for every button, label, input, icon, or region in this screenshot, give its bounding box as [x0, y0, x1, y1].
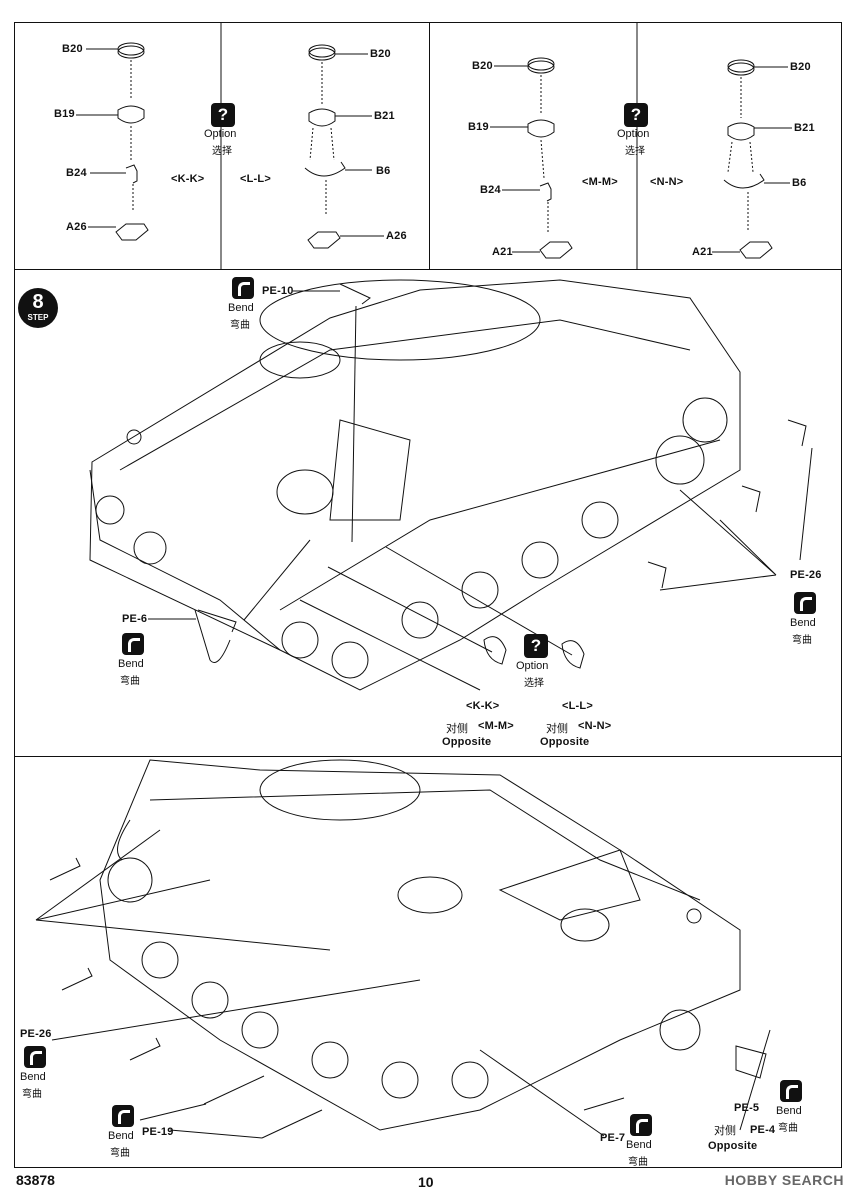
- step-text: STEP: [27, 313, 49, 322]
- pe26-label: PE-26: [790, 569, 822, 581]
- opposite-cn: 对侧: [714, 1125, 736, 1137]
- opposite-cn: 对侧: [446, 723, 468, 735]
- bend-label-cn: 弯曲: [230, 320, 250, 331]
- kk-part-a26: A26: [66, 221, 87, 233]
- mm-part-b19: B19: [468, 121, 489, 133]
- ll-part-a26: A26: [386, 230, 407, 242]
- bottom-panel: [14, 756, 842, 1168]
- ll-part-b20: B20: [370, 48, 391, 60]
- bend-label-cn: 弯曲: [110, 1148, 130, 1159]
- bend-icon: [24, 1046, 46, 1068]
- ll-part-b21: B21: [374, 110, 395, 122]
- pe26-label: PE-26: [20, 1028, 52, 1040]
- nn-part-b20: B20: [790, 61, 811, 73]
- bend-label-cn: 弯曲: [792, 635, 812, 646]
- option-label: Option: [617, 128, 650, 140]
- bend-label: Bend: [790, 617, 816, 629]
- bend-label-cn: 弯曲: [778, 1123, 798, 1134]
- bend-label: Bend: [20, 1071, 46, 1083]
- option-label-cn: 选择: [212, 146, 232, 157]
- kk-part-b19: B19: [54, 108, 75, 120]
- bend-icon: [794, 592, 816, 614]
- pe10-label: PE-10: [262, 285, 294, 297]
- option-question-icon: ?: [524, 634, 548, 658]
- pe7-label: PE-7: [600, 1132, 626, 1144]
- mm-view-label: <M-M>: [582, 176, 618, 188]
- opposite-label: Opposite: [442, 736, 492, 748]
- kk-part-b24: B24: [66, 167, 87, 179]
- kk-part-b20: B20: [62, 43, 83, 55]
- bend-icon: [122, 633, 144, 655]
- kk-view-label: <K-K>: [466, 700, 500, 712]
- mm-part-b24: B24: [480, 184, 501, 196]
- bend-label: Bend: [118, 658, 144, 670]
- bend-icon: [232, 277, 254, 299]
- nn-part-a21: A21: [692, 246, 713, 258]
- ll-part-b6: B6: [376, 165, 391, 177]
- ll-view-label: <L-L>: [240, 173, 271, 185]
- pe6-label: PE-6: [122, 613, 148, 625]
- pe5-label: PE-5: [734, 1102, 760, 1114]
- opposite-cn: 对侧: [546, 723, 568, 735]
- bend-label: Bend: [228, 302, 254, 314]
- bend-icon: [112, 1105, 134, 1127]
- bend-label-cn: 弯曲: [120, 676, 140, 687]
- mm-view-label: <M-M>: [478, 720, 514, 732]
- ll-view-label: <L-L>: [562, 700, 593, 712]
- opposite-label: Opposite: [708, 1140, 758, 1152]
- kit-number: 83878: [16, 1172, 55, 1188]
- bend-label-cn: 弯曲: [22, 1089, 42, 1100]
- option-label: Option: [204, 128, 237, 140]
- nn-view-label: <N-N>: [650, 176, 684, 188]
- bend-icon: [630, 1114, 652, 1136]
- mm-part-a21: A21: [492, 246, 513, 258]
- option-label-cn: 选择: [524, 678, 544, 689]
- opposite-label: Opposite: [540, 736, 590, 748]
- step-number: 8: [32, 291, 44, 313]
- bend-label: Bend: [776, 1105, 802, 1117]
- bend-label-cn: 弯曲: [628, 1157, 648, 1168]
- bend-icon: [780, 1080, 802, 1102]
- pe19-label: PE-19: [142, 1126, 174, 1138]
- bend-label: Bend: [108, 1130, 134, 1142]
- page-number: 10: [418, 1174, 434, 1190]
- option-label: Option: [516, 660, 549, 672]
- option-label-cn: 选择: [625, 146, 645, 157]
- option-question-icon: ?: [624, 103, 648, 127]
- nn-part-b21: B21: [794, 122, 815, 134]
- nn-part-b6: B6: [792, 177, 807, 189]
- option-question-icon: ?: [211, 103, 235, 127]
- step-badge: 8 STEP: [18, 288, 58, 328]
- pe4-label: PE-4: [750, 1124, 776, 1136]
- watermark: HOBBY SEARCH: [724, 1172, 844, 1188]
- kk-view-label: <K-K>: [171, 173, 205, 185]
- mm-part-b20: B20: [472, 60, 493, 72]
- bend-label: Bend: [626, 1139, 652, 1151]
- nn-view-label: <N-N>: [578, 720, 612, 732]
